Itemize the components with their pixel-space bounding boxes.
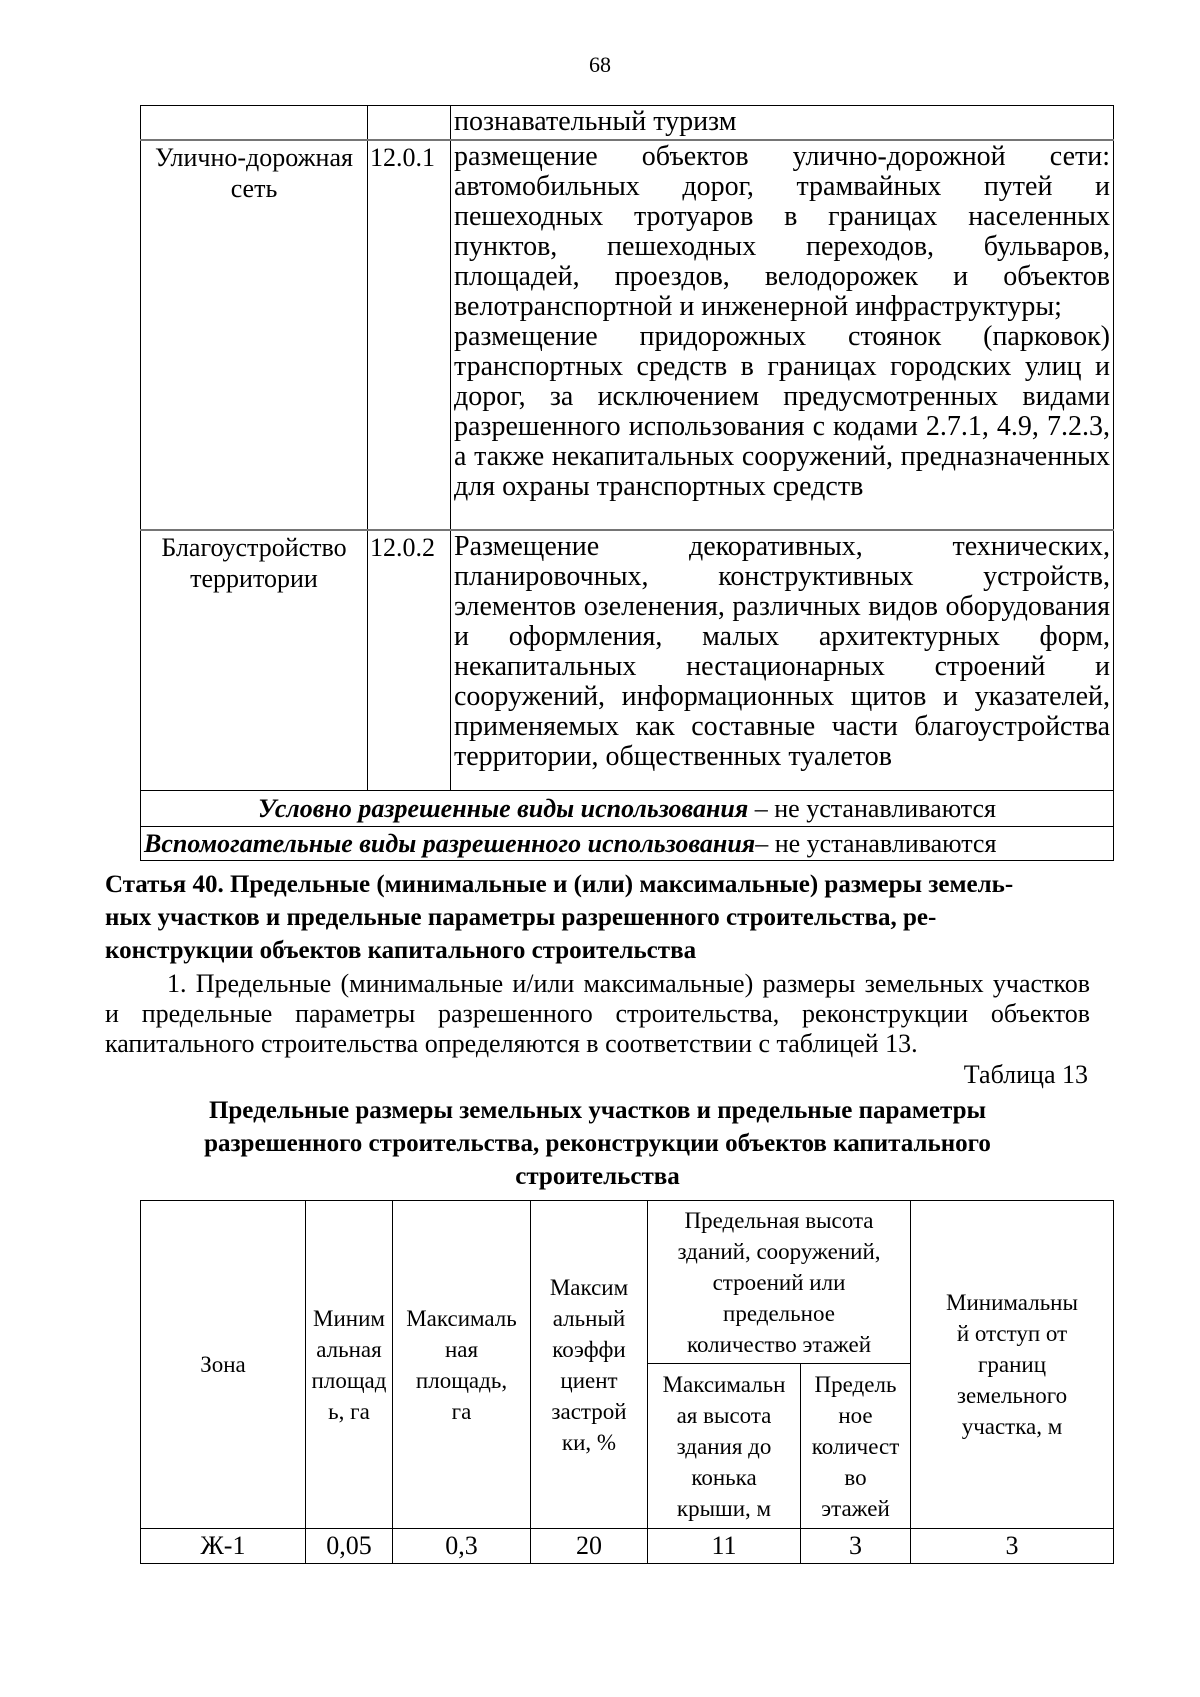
max-height-value: 11 bbox=[647, 1528, 801, 1564]
max-coeff-value: 20 bbox=[530, 1528, 648, 1564]
conditional-uses-label: Условно разрешенные виды использования bbox=[258, 794, 749, 823]
land-use-row-improvement: Благоустройство территории 12.0.2 Размещ… bbox=[140, 528, 1114, 791]
max-floors-value: 3 bbox=[800, 1528, 911, 1564]
table-13-label: Таблица 13 bbox=[963, 1060, 1088, 1089]
land-use-name: Улично-дорожная сеть bbox=[140, 138, 368, 530]
land-use-description-cell: Размещение декоративных, технических, пл… bbox=[450, 528, 1114, 791]
land-use-description-paragraph: Размещение декоративных, технических, пл… bbox=[454, 530, 1110, 772]
land-use-row-street-network: Улично-дорожная сеть 12.0.1 размещение о… bbox=[140, 138, 1114, 530]
col-header-min-setback: Минимальны й отступ от границ земельного… bbox=[910, 1200, 1114, 1529]
land-use-description: познавательный туризм bbox=[454, 106, 737, 137]
land-use-description-paragraph: размещение придорожных стоянок (парковок… bbox=[454, 320, 1110, 502]
conditional-uses-cell: Условно разрешенные виды использования –… bbox=[140, 790, 1114, 827]
land-use-row-continuation: познавательный туризм bbox=[140, 105, 1114, 140]
col-header-min-area: Миним альная площад ь, га bbox=[305, 1200, 393, 1529]
col-header-max-coeff: Максим альный коэффи циент застрой ки, % bbox=[530, 1200, 648, 1529]
land-use-name: Благоустройство территории bbox=[140, 528, 368, 791]
limits-table: Зона Миним альная площад ь, га Максималь… bbox=[140, 1200, 1114, 1564]
min-setback-value: 3 bbox=[910, 1528, 1114, 1564]
land-use-code: 12.0.2 bbox=[367, 528, 451, 791]
limits-header-row-2: Максимальн ая высота здания до конька кр… bbox=[141, 1363, 1114, 1529]
auxiliary-uses-cell: Вспомогательные виды разрешенного исполь… bbox=[140, 826, 1114, 861]
max-area-value: 0,3 bbox=[392, 1528, 531, 1564]
table-13-title: Предельные размеры земельных участков и … bbox=[204, 1097, 991, 1190]
land-use-description-paragraph: размещение объектов улично-дорожной сети… bbox=[454, 140, 1110, 322]
article-40-paragraph-1: 1. Предельные (минимальные и/или максима… bbox=[105, 969, 1090, 1058]
conditional-uses-value: – не устанавливаются bbox=[748, 794, 996, 823]
col-header-max-floors: Предель ное количест во этажей bbox=[800, 1363, 911, 1529]
land-use-name-cell bbox=[140, 105, 368, 140]
limits-header-row-1: Зона Миним альная площад ь, га Максималь… bbox=[140, 1200, 1114, 1529]
limits-data-row: Ж-1 0,05 0,3 20 11 3 3 bbox=[140, 1528, 1114, 1564]
land-use-code-cell bbox=[367, 105, 451, 140]
col-header-max-area: Максималь ная площадь, га bbox=[392, 1200, 531, 1529]
col-header-max-height: Максимальн ая высота здания до конька кр… bbox=[647, 1363, 801, 1529]
min-area-value: 0,05 bbox=[305, 1528, 393, 1564]
article-40-heading: Статья 40. Предельные (минимальные и (ил… bbox=[105, 871, 1014, 964]
auxiliary-uses-row: Вспомогательные виды разрешенного исполь… bbox=[140, 826, 1114, 861]
zone-value: Ж-1 bbox=[140, 1528, 306, 1564]
col-header-height-group: Предельная высота зданий, сооружений, ст… bbox=[647, 1200, 911, 1364]
auxiliary-uses-label: Вспомогательные виды разрешенного исполь… bbox=[144, 829, 756, 858]
land-use-code: 12.0.1 bbox=[367, 138, 451, 530]
land-use-table: познавательный туризм Улично-дорожная се… bbox=[140, 105, 1114, 861]
auxiliary-uses-value: – не устанавливаются bbox=[755, 829, 997, 858]
col-header-zone: Зона bbox=[140, 1200, 306, 1529]
land-use-description-cell: познавательный туризм bbox=[450, 105, 1114, 140]
land-use-description-cell: размещение объектов улично-дорожной сети… bbox=[450, 138, 1114, 530]
page-number: 68 bbox=[589, 52, 611, 77]
conditional-uses-row: Условно разрешенные виды использования –… bbox=[140, 790, 1114, 827]
